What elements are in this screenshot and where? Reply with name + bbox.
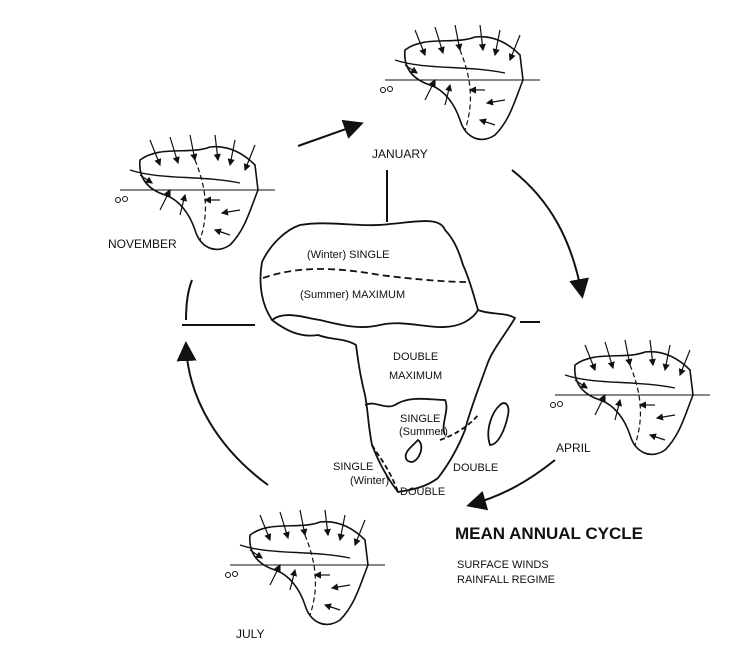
regime-single-winter-1: SINGLE [333,461,373,473]
regime-north-summer: (Summer) MAXIMUM [300,289,405,301]
month-label-january: JANUARY [372,147,428,161]
regime-single-summer-2: (Summer) [399,426,448,438]
subtitle-line-1: SURFACE WINDS [457,559,549,571]
january-wind-map [381,25,541,139]
month-label-november: NOVEMBER [108,237,177,251]
labels: JANUARY APRIL JULY NOVEMBER (Winter) SIN… [108,147,643,641]
subtitle-line-2: RAINFALL REGIME [457,574,555,586]
month-label-july: JULY [236,627,264,641]
regime-single-summer-1: SINGLE [400,413,440,425]
april-wind-map [551,340,711,454]
regime-double-1: DOUBLE [393,351,438,363]
regime-double-east: DOUBLE [453,462,498,474]
regime-double-2: MAXIMUM [389,370,442,382]
diagram-title: MEAN ANNUAL CYCLE [455,524,643,543]
regime-double-south: DOUBLE [400,486,445,498]
regime-single-winter-2: (Winter) [350,475,389,487]
month-label-april: APRIL [556,441,591,455]
july-wind-map [226,510,386,624]
africa-rainfall-map [259,220,517,493]
november-wind-map [116,135,276,249]
regime-north-winter: (Winter) SINGLE [307,249,390,261]
cycle-arrows [176,119,589,511]
